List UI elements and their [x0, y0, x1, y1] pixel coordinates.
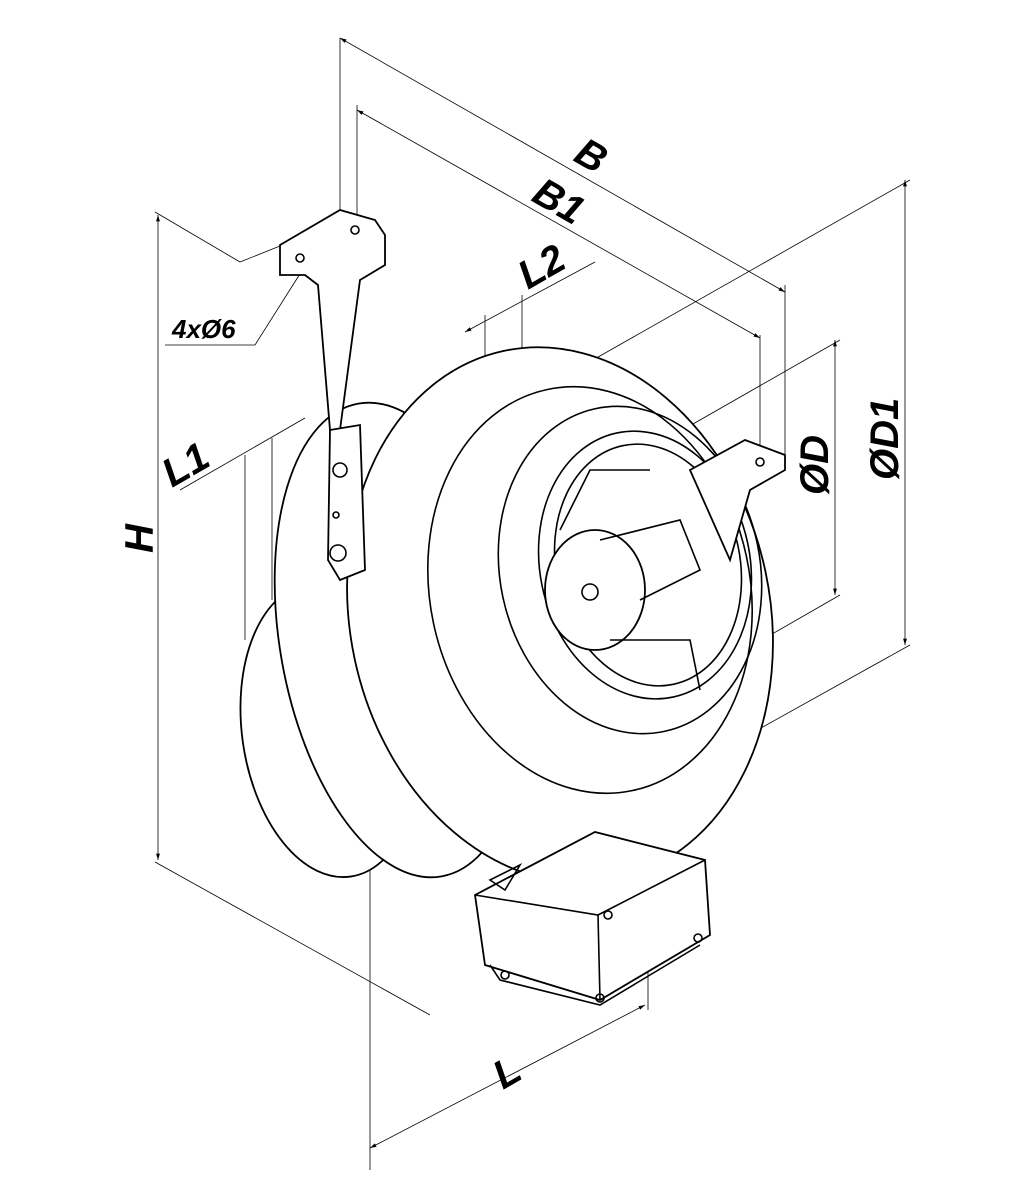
leader-holes: [165, 257, 311, 346]
dim-B1-line: [356, 109, 761, 339]
dim-L1-line: [179, 417, 306, 491]
terminal-box: [474, 831, 711, 1006]
hub-icon: [581, 583, 599, 601]
label-B1: B1: [526, 170, 592, 234]
impeller: [544, 443, 743, 691]
label-D1: ØD1: [863, 398, 907, 480]
label-B: B: [568, 130, 615, 183]
label-D: ØD: [793, 435, 837, 495]
dim-B-line: [339, 37, 786, 293]
label-L: L: [486, 1047, 529, 1097]
label-holes: 4xØ6: [171, 314, 236, 344]
label-H: H: [118, 523, 162, 553]
label-L1: L1: [155, 434, 217, 495]
dim-L-line: [369, 1004, 646, 1149]
label-L2: L2: [511, 236, 573, 297]
dimension-lines: [156, 37, 907, 1149]
dim-L2-line: [464, 261, 596, 333]
mounting-bracket: [279, 209, 786, 582]
